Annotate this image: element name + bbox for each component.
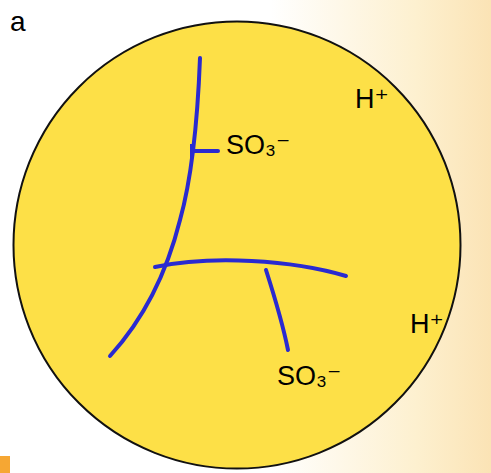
corner-mark — [0, 456, 10, 473]
polymer-chain — [192, 149, 218, 153]
proton-label: H⁺ — [410, 311, 444, 338]
sulfonate-group: SO₃⁻ — [226, 132, 290, 159]
particle-outline — [14, 22, 461, 469]
polymer-chain — [190, 144, 194, 158]
particle-outline — [12, 20, 462, 470]
panel-letter: a — [10, 8, 26, 36]
polymer-chain — [155, 260, 346, 276]
membrane-particle: H⁺ SO₃⁻ H⁺ SO₃⁻ — [12, 20, 462, 470]
sulfonate-group: SO₃⁻ — [277, 363, 341, 390]
polymer-chain — [266, 270, 288, 350]
polymer-chain — [110, 58, 200, 356]
proton-label: H⁺ — [355, 86, 389, 113]
